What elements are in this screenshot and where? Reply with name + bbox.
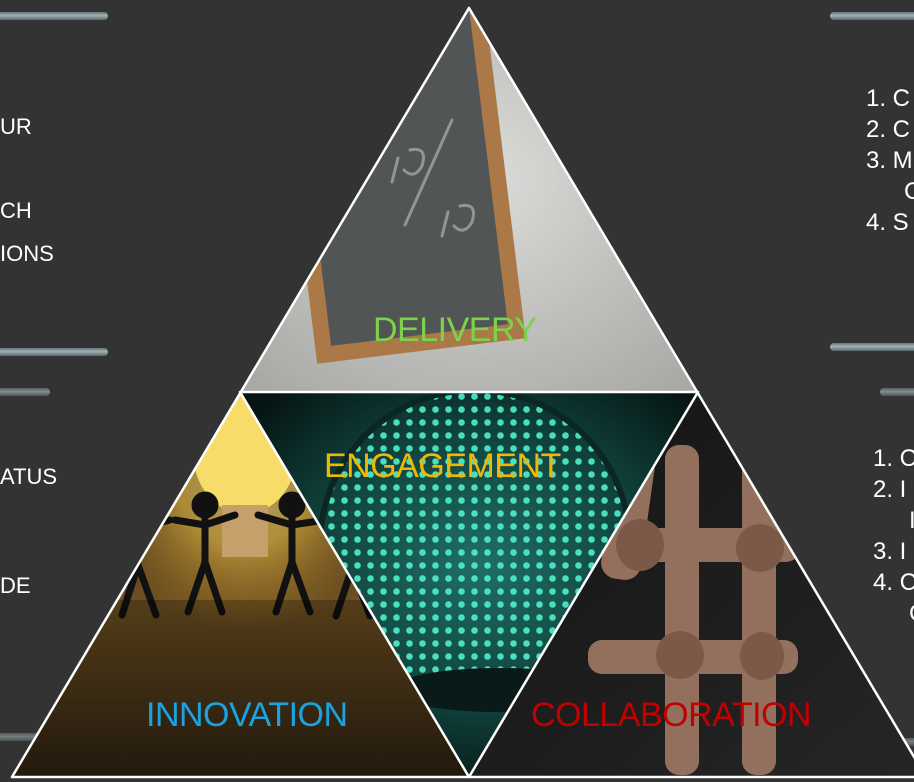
list-item: 1. C	[873, 445, 914, 472]
list-item: 2. C	[866, 116, 911, 143]
left-fragment-1: UR	[0, 114, 32, 139]
left-fragment-2: CH	[0, 198, 32, 223]
list-item: 3. I	[873, 538, 907, 565]
divider-bar-right-mid	[830, 343, 914, 351]
right-bottom-list: 1. C 2. I I 3. I 4. C C	[873, 443, 914, 629]
divider-bar-left-top	[0, 12, 108, 20]
divider-bar-left-mid2	[0, 388, 50, 396]
list-item: 4. C	[873, 569, 914, 596]
divider-bar-right-mid2	[880, 388, 914, 396]
list-item: 3. M	[866, 147, 913, 174]
inner-triangle-outline	[238, 390, 700, 779]
right-top-list: 1. C 2. C 3. M C 4. S	[866, 83, 914, 238]
list-item: 1. C	[866, 85, 911, 112]
left-fragment-5: DE	[0, 573, 31, 598]
engagement-label: ENGAGEMENT	[324, 447, 561, 485]
left-fragment-4: ATUS	[0, 464, 58, 489]
divider-bar-left-mid	[0, 348, 108, 356]
collaboration-label: COLLABORATION	[531, 696, 812, 734]
divider-bar-right-top	[830, 12, 914, 20]
innovation-label: INNOVATION	[146, 696, 348, 734]
divider-bar-left-bottom	[0, 733, 60, 741]
list-item: C	[873, 598, 914, 629]
left-fragment-3: IONS	[0, 241, 54, 266]
list-item: 4. S	[866, 209, 909, 236]
list-item: I	[909, 507, 914, 534]
list-item: 2. I	[873, 476, 907, 503]
list-item: C	[904, 178, 914, 205]
delivery-label: DELIVERY	[373, 311, 537, 349]
